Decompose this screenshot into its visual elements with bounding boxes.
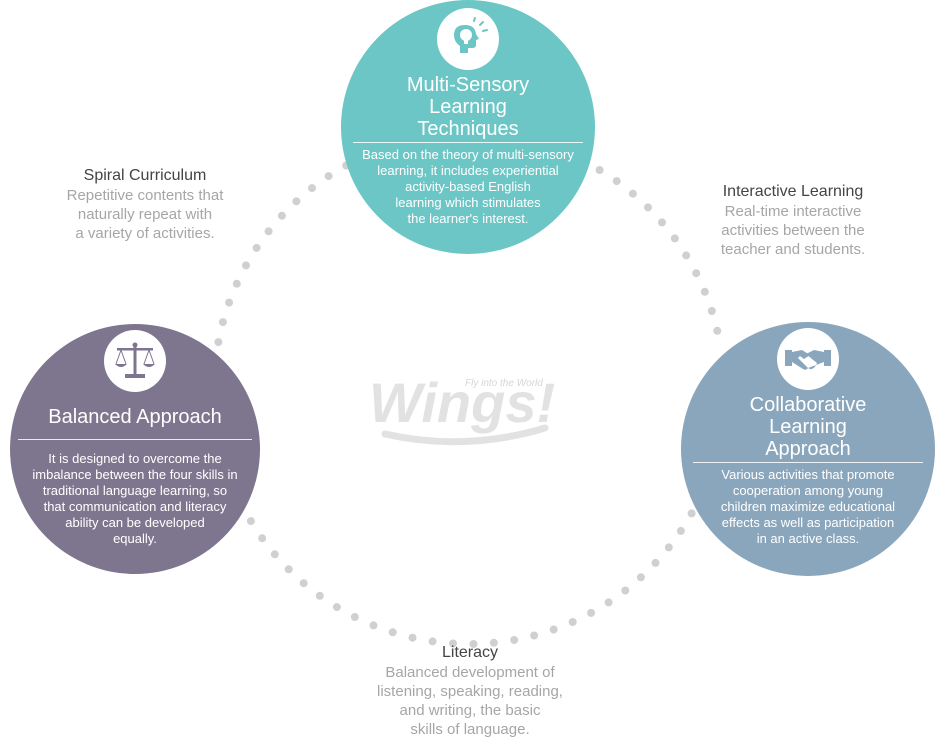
ring-dot [270,550,279,559]
ring-dot [232,279,241,288]
ring-dot [258,534,267,543]
ring-dot [324,172,333,181]
ring-dot [604,598,613,607]
ring-dot [350,613,359,621]
label-title: Literacy [441,644,499,661]
ring-dot [264,227,273,236]
ring-dot [469,640,478,648]
ring-dot [713,326,722,335]
ring-dot [242,261,250,270]
spiral-curriculum-label: Spiral Curriculum Repetitive contents th… [40,166,250,243]
ring-dot [687,509,696,518]
logo-tagline: Fly into the World [465,378,543,389]
ring-dot [225,298,234,307]
ring-dot [388,628,397,637]
logo-wordmark: Wings! [369,371,555,434]
ring-dot [612,177,621,186]
ring-dot [692,269,701,278]
ring-dot [315,591,324,600]
ring-dot [636,573,645,582]
ring-dot [449,639,457,648]
label-title: Spiral Curriculum [83,167,207,184]
ring-dot [587,608,596,617]
ring-dot [682,251,691,260]
ring-dot [214,338,223,347]
ring-dot [252,243,261,252]
handshake-icon [777,328,839,390]
node-title: Balanced Approach [48,406,222,428]
ring-dot [530,631,539,640]
ring-dot [621,586,630,595]
ring-dot [332,603,341,612]
interactive-learning-label: Interactive Learning Real-time interacti… [688,182,898,259]
label-title: Interactive Learning [722,183,864,200]
ring-dot [568,618,577,626]
ring-dot [284,565,293,574]
ring-dot [277,211,286,220]
ring-dot [246,517,255,526]
balance-scale-icon [104,330,166,392]
ring-dot [510,636,519,644]
ring-dot [292,197,301,206]
ring-dot [700,287,709,296]
ring-dot [549,625,558,634]
ring-dot [299,579,308,588]
ring-dot [658,218,666,227]
ring-dot [628,189,637,198]
title-divider [18,439,252,440]
ring-dot [707,307,716,315]
ring-dot [644,203,652,212]
ring-dot [218,318,227,327]
ring-dot [369,621,378,630]
ring-dot [428,637,437,646]
ring-dot [664,543,673,552]
ring-dot [595,166,604,174]
ring-dot [651,558,660,567]
ring-dot [670,234,679,243]
title-divider [693,462,923,463]
title-divider [353,142,583,143]
ring-dot [676,526,685,535]
ring-dot [308,184,316,193]
ring-dot [489,638,498,647]
lightbulb-head-icon [437,8,499,70]
balanced-approach-node: Balanced Approach It is designed to over… [10,324,260,574]
wings-logo: Wings! Fly into the World [369,371,555,446]
ring-dot [408,633,417,642]
